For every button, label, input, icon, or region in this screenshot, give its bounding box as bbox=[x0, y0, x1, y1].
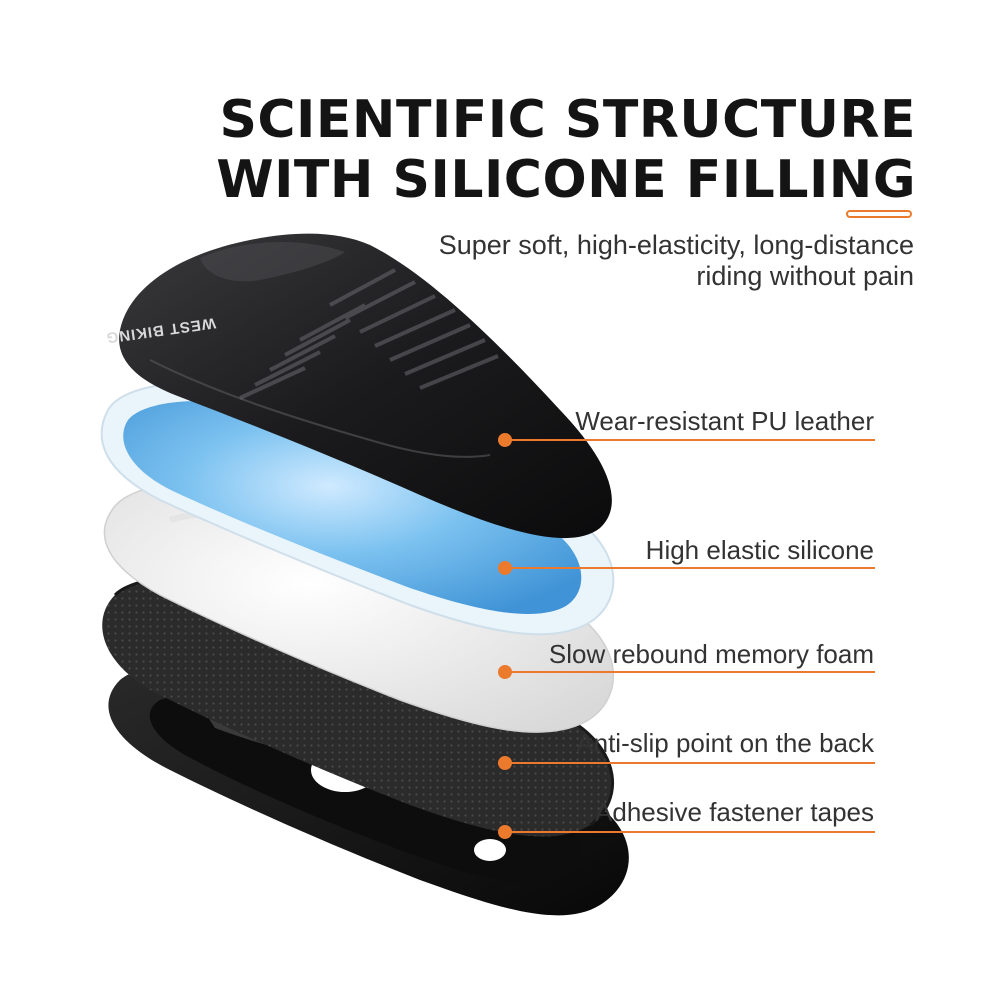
callout-label-anti-slip: Anti-slip point on the back bbox=[576, 728, 874, 758]
leather-top-layer: WEST BIKING bbox=[105, 233, 612, 539]
callout-label-silicone: High elastic silicone bbox=[645, 535, 874, 565]
callout-dot-5 bbox=[498, 825, 512, 839]
subtitle: Super soft, high-elasticity, long-distan… bbox=[439, 230, 914, 292]
title-line-2: WITH SILICONE FILLING bbox=[216, 150, 916, 210]
callout-dot-3 bbox=[498, 665, 512, 679]
callout-leaders bbox=[498, 433, 875, 839]
callout-label-foam: Slow rebound memory foam bbox=[548, 639, 874, 669]
callout-label-leather: Wear-resistant PU leather bbox=[575, 406, 874, 436]
accent-divider bbox=[846, 210, 912, 218]
callout-dot-1 bbox=[498, 433, 512, 447]
page-title: SCIENTIFIC STRUCTURE WITH SILICONE FILLI… bbox=[216, 90, 916, 210]
callout-dot-4 bbox=[498, 756, 512, 770]
callout-dot-2 bbox=[498, 561, 512, 575]
title-line-1: SCIENTIFIC STRUCTURE bbox=[219, 90, 916, 150]
callout-label-fastener: Adhesive fastener tapes bbox=[595, 797, 874, 827]
subtitle-line-1: Super soft, high-elasticity, long-distan… bbox=[438, 230, 914, 260]
subtitle-line-2: riding without pain bbox=[696, 261, 914, 291]
